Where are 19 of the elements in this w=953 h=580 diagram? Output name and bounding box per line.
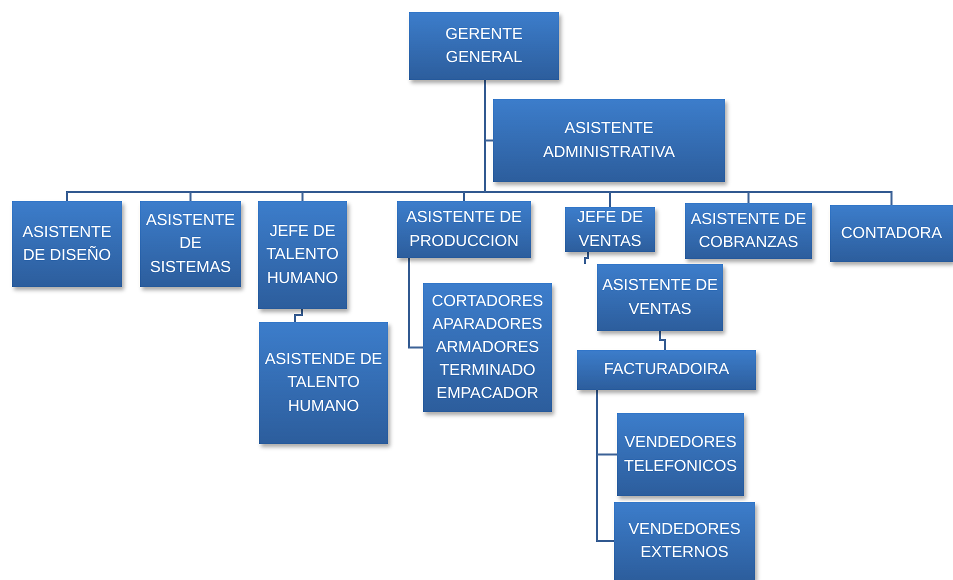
connector-line [584,252,589,264]
org-box: JEFE DE VENTAS [565,207,655,252]
org-box: VENDEDORES TELEFONICOS [617,413,744,496]
org-box: GERENTE GENERAL [409,12,559,80]
org-box: FACTURADOIRA [577,350,756,390]
connector-line [294,309,303,322]
org-box: CONTADORA [830,205,953,262]
connector-line [408,258,423,348]
org-box: JEFE DE TALENTO HUMANO [258,201,347,309]
org-box: ASISTENTE ADMINISTRATIVA [493,99,725,182]
org-box: CORTADORES APARADORES ARMADORES TERMINADO EMPACADOR [423,283,552,412]
org-box: ASISTENTE DE SISTEMAS [140,201,241,287]
org-box: ASISTENTE DE COBRANZAS [685,203,812,259]
org-box: ASISTENTE DE PRODUCCION [397,201,531,258]
org-box: VENDEDORES EXTERNOS [614,502,755,580]
org-box: ASISTENTE DE VENTAS [597,264,723,331]
org-box: ASISTENDE DE TALENTO HUMANO [259,322,388,444]
connector-line [659,331,666,350]
org-box: ASISTENTE DE DISEÑO [12,201,122,287]
